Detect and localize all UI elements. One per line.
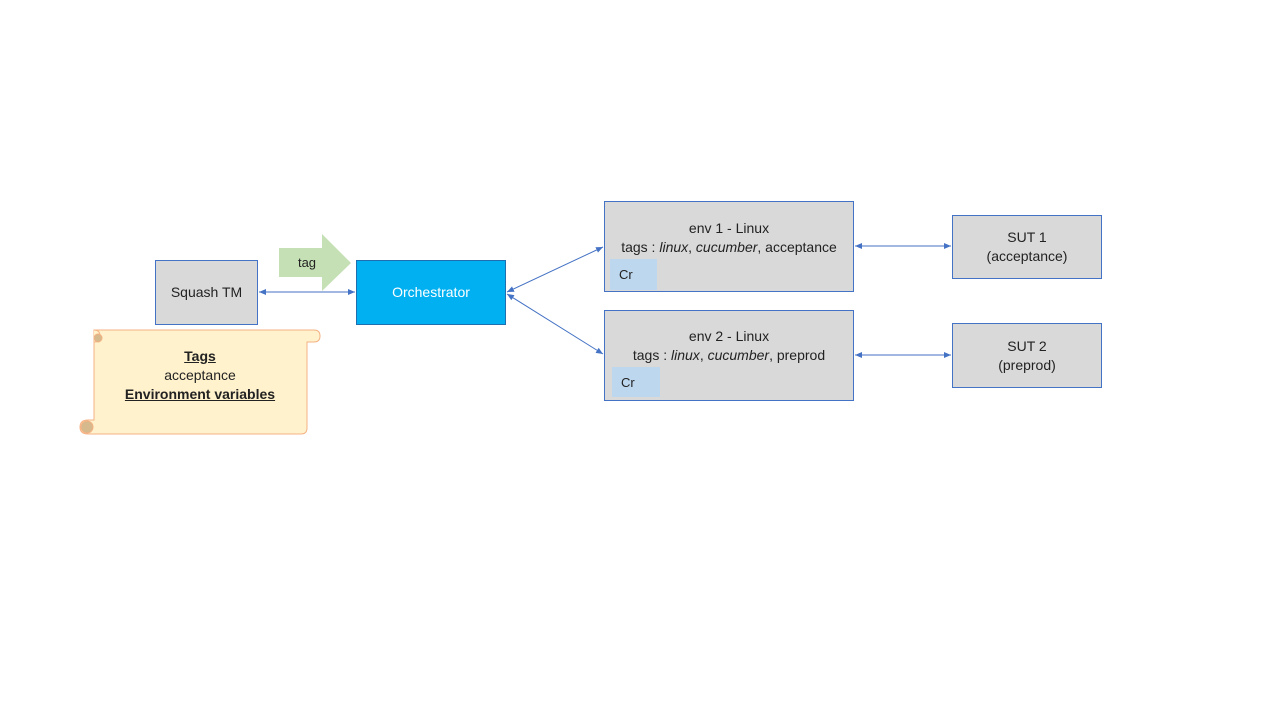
env2-tags: tags : linux, cucumber, preprod bbox=[633, 346, 825, 365]
scroll-note-body bbox=[79, 329, 321, 435]
env2-tag-cucumber: cucumber bbox=[707, 347, 770, 363]
env-vars-heading: Environment variables bbox=[124, 386, 276, 402]
sut1-line2: (acceptance) bbox=[986, 248, 1068, 264]
orchestrator-node: Orchestrator bbox=[356, 260, 506, 325]
env1-cr-box: Cr bbox=[610, 259, 657, 290]
env2-cr-box: Cr bbox=[612, 367, 660, 397]
sut1-line1: SUT 1 bbox=[1007, 229, 1047, 245]
env2-sep1: , bbox=[699, 347, 708, 363]
env1-tag-cucumber: cucumber bbox=[695, 239, 758, 255]
env1-tags: tags : linux, cucumber, acceptance bbox=[621, 238, 837, 257]
env2-tag-linux: linux bbox=[671, 347, 700, 363]
env1-sep1: , bbox=[688, 239, 696, 255]
tags-value: acceptance bbox=[164, 367, 236, 383]
sut1-node: SUT 1 (acceptance) bbox=[952, 215, 1102, 279]
env2-sep2: , bbox=[769, 347, 777, 363]
env2-tags-prefix: tags : bbox=[632, 347, 672, 363]
env1-tag-linux: linux bbox=[659, 239, 689, 255]
tag-arrow-shape bbox=[279, 234, 351, 291]
scroll-note-text: Tags acceptance Environment variables bbox=[95, 347, 305, 404]
env2-tag-extra: preprod bbox=[776, 347, 826, 363]
orchestrator-label: Orchestrator bbox=[392, 284, 470, 300]
sut2-node: SUT 2 (preprod) bbox=[952, 323, 1102, 388]
env1-sep2: , bbox=[757, 239, 766, 255]
tags-heading: Tags bbox=[184, 348, 216, 364]
tag-arrow-path bbox=[279, 234, 351, 291]
tag-arrow-label: tag bbox=[297, 255, 317, 270]
sut2-line1: SUT 2 bbox=[1007, 337, 1047, 354]
env1-cr-label: Cr bbox=[619, 267, 633, 282]
env1-tags-prefix: tags : bbox=[621, 239, 660, 255]
env2-title: env 2 - Linux bbox=[688, 328, 770, 344]
env2-cr-label: Cr bbox=[621, 374, 635, 390]
scroll-note-shape bbox=[79, 329, 321, 435]
env1-title: env 1 - Linux bbox=[688, 220, 770, 236]
squash-tm-node: Squash TM bbox=[155, 260, 258, 325]
env1-tag-extra: acceptance bbox=[765, 239, 837, 255]
env2-node: env 2 - Linux tags : linux, cucumber, pr… bbox=[604, 310, 854, 401]
connector-orchestrator-env2 bbox=[506, 293, 604, 355]
sut2-line2: (preprod) bbox=[998, 356, 1056, 373]
connector-orchestrator-env1 bbox=[506, 246, 604, 293]
squash-tm-label: Squash TM bbox=[170, 284, 243, 300]
env1-node: env 1 - Linux tags : linux, cucumber, ac… bbox=[604, 201, 854, 292]
